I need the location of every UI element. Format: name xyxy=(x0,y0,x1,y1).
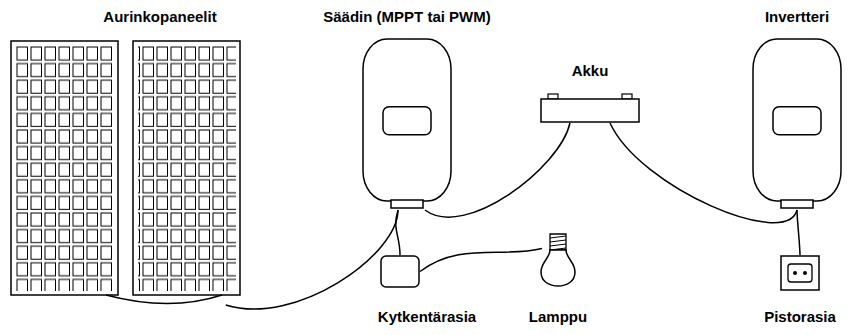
battery: Akku xyxy=(540,94,640,123)
lamp: Lamppu xyxy=(538,232,578,287)
power-socket-drawing xyxy=(780,255,820,291)
charge-controller: Säädin (MPPT tai PWM) xyxy=(362,38,452,210)
solar-panels: Aurinkopaneelit xyxy=(10,40,242,305)
lamp-drawing xyxy=(538,232,578,287)
charge-controller-drawing xyxy=(362,38,452,210)
wire xyxy=(226,210,398,309)
junction-box-drawing xyxy=(380,255,420,288)
wire xyxy=(396,210,400,255)
inverter-drawing xyxy=(752,38,842,210)
part-label: Säädin (MPPT tai PWM) xyxy=(321,8,493,26)
part-label: Aurinkopaneelit xyxy=(101,8,218,26)
solar-panels-drawing xyxy=(10,40,242,305)
part-label: Invertteri xyxy=(763,8,831,26)
part-label: Lamppu xyxy=(527,308,589,326)
junction-box: Kytkentärasia xyxy=(380,255,420,288)
inverter: Invertteri xyxy=(752,38,842,210)
part-label: Akku xyxy=(570,62,611,80)
part-label: Kytkentärasia xyxy=(376,308,478,326)
wire xyxy=(797,210,800,255)
power-socket: Pistorasia xyxy=(780,255,820,291)
wire xyxy=(420,249,542,272)
part-label: Pistorasia xyxy=(762,308,838,326)
battery-drawing xyxy=(540,94,640,123)
